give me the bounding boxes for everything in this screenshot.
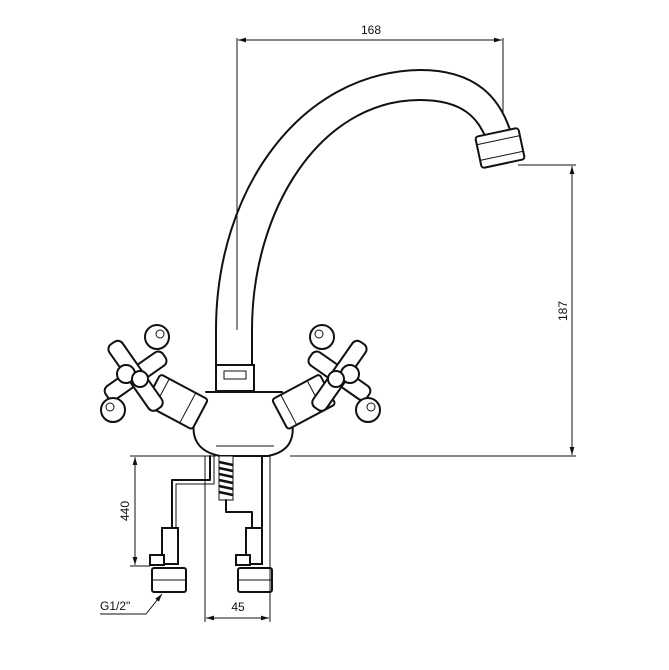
dimension-label-440: 440 — [118, 501, 132, 521]
left-hose-connector — [149, 527, 187, 593]
flexible-hoses — [171, 455, 263, 529]
right-hose-connector — [235, 527, 273, 593]
aerator-nozzle — [474, 127, 526, 169]
dimension-label-45: 45 — [231, 600, 245, 614]
thread-callout: G1/2" — [100, 593, 163, 615]
mounting-stud — [218, 455, 234, 501]
dimension-spout-reach: 168 — [236, 23, 504, 330]
thread-label: G1/2" — [100, 599, 130, 613]
dimension-label-187: 187 — [556, 301, 570, 321]
dimension-label-168: 168 — [361, 23, 381, 37]
spout-collar — [215, 364, 255, 392]
dimension-hose-spacing: 45 — [204, 456, 271, 622]
dimension-hose-length: 440 — [118, 455, 216, 567]
mixer-body — [192, 391, 294, 457]
spout — [215, 69, 511, 366]
left-valve-handle — [100, 324, 209, 430]
dimension-spout-height: 187 — [290, 164, 576, 457]
right-valve-handle — [271, 324, 381, 430]
